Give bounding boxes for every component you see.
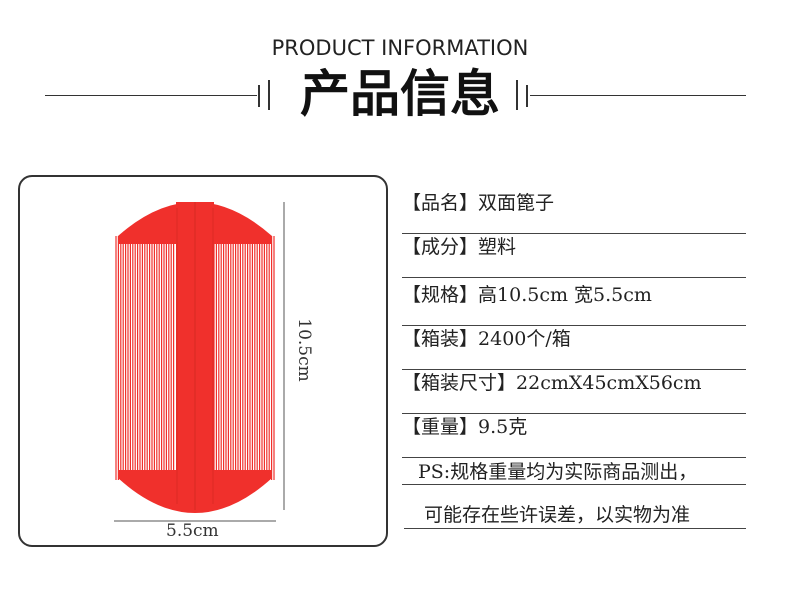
- spec-row-packing: 【箱装】2400个/箱: [402, 326, 746, 370]
- spec-row-weight: 【重量】9.5克: [402, 414, 746, 458]
- title-cn: 产品信息: [300, 65, 500, 123]
- spec-row-size: 【规格】高10.5cm 宽5.5cm: [402, 282, 746, 326]
- comb-illustration: [114, 202, 285, 522]
- title-rule-right: [530, 95, 746, 96]
- spec-value: 22cmX45cmX56cm: [516, 372, 702, 394]
- note-underline: [404, 528, 746, 529]
- spec-value: 9.5克: [478, 416, 528, 438]
- spec-row-carton-size: 【箱装尺寸】22cmX45cmX56cm: [402, 370, 746, 414]
- title-en: PRODUCT INFORMATION: [271, 36, 529, 60]
- spec-row-material: 【成分】塑料: [402, 234, 746, 278]
- spec-key: 【重量】: [402, 416, 479, 438]
- spec-key: 【箱装】: [402, 328, 479, 350]
- spec-value: 双面篦子: [478, 192, 555, 214]
- product-frame: [18, 175, 388, 547]
- title-tick: [258, 85, 260, 107]
- spec-key: 【规格】: [402, 284, 479, 306]
- title-rule-left: [45, 95, 257, 96]
- title-tick: [268, 80, 270, 110]
- note-underline: [402, 484, 746, 485]
- spec-key: 【品名】: [402, 192, 479, 214]
- spec-key: 【成分】: [402, 236, 479, 258]
- note-line-2: 可能存在些许误差，以实物为准: [424, 504, 691, 526]
- width-dimension-label: 5.5cm: [166, 521, 219, 541]
- title-tick: [516, 80, 518, 110]
- spec-row-name: 【品名】双面篦子: [402, 190, 746, 234]
- title-tick: [526, 85, 528, 107]
- note-line-1: PS:规格重量均为实际商品测出，: [418, 461, 698, 483]
- spec-value: 高10.5cm 宽5.5cm: [478, 284, 652, 306]
- spec-key: 【箱装尺寸】: [402, 372, 517, 394]
- spec-value: 2400个/箱: [478, 328, 571, 350]
- spec-value: 塑料: [478, 236, 517, 258]
- height-dimension-label: 10.5cm: [293, 318, 314, 382]
